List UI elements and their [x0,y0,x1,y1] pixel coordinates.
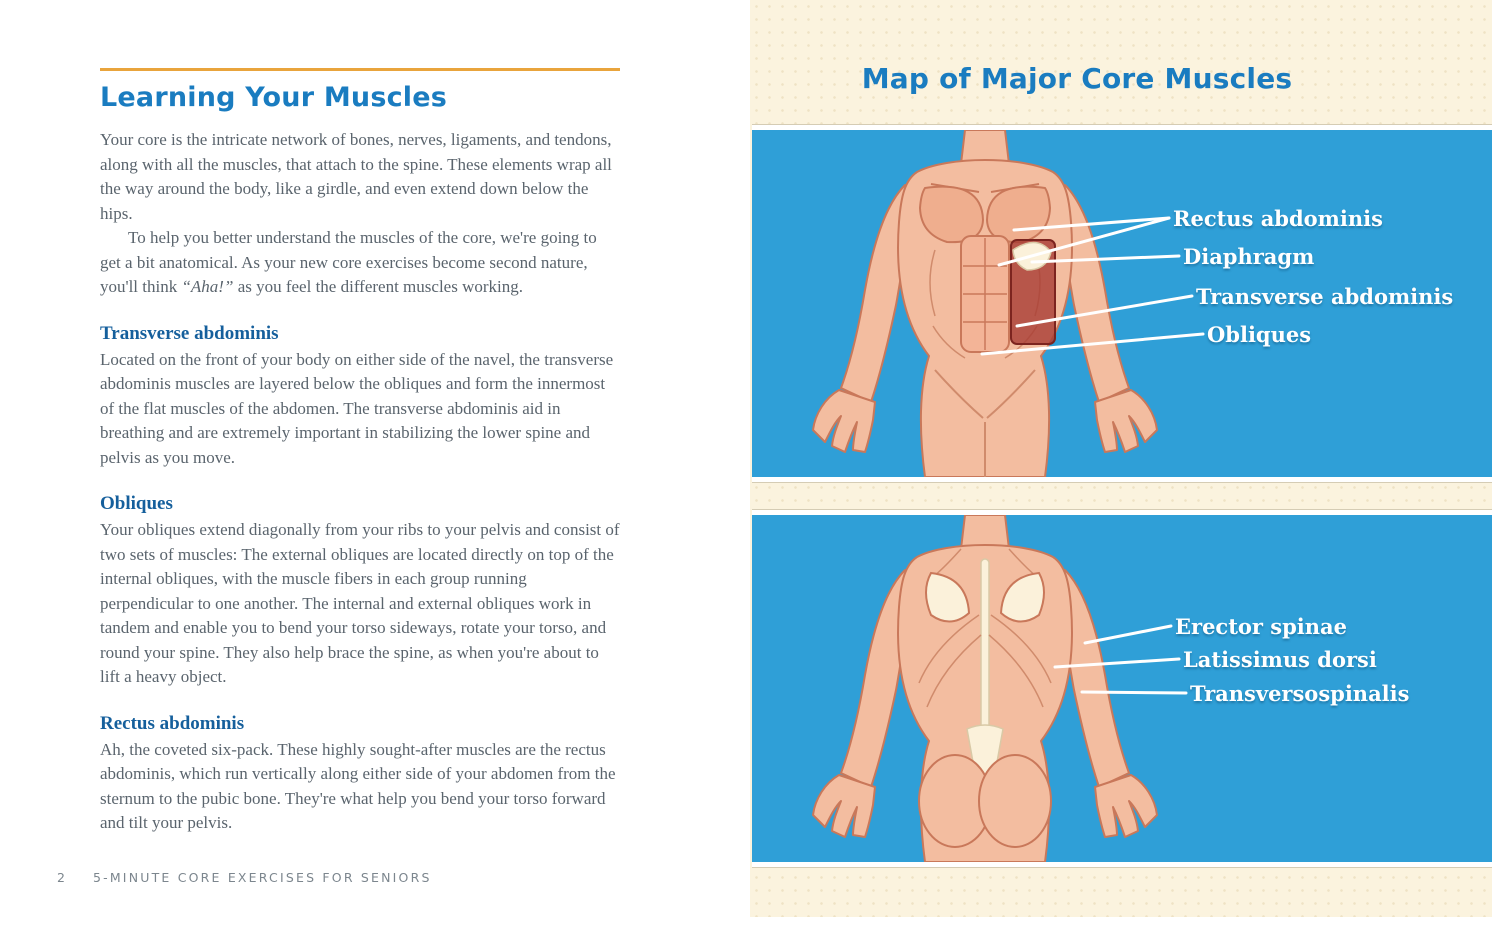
muscle-label-obliques: Obliques [1207,322,1312,347]
intro-paragraph-2-italic: “Aha!” [181,277,234,296]
section-heading-rectus: Rectus abdominis [100,712,245,734]
intro-paragraph-1: Your core is the intricate network of bo… [100,130,612,223]
page-footer: 2 5-MINUTE CORE EXERCISES FOR SENIORS [57,870,432,885]
section-rectus-abdominis: Rectus abdominis Ah, the coveted six-pac… [100,713,620,836]
section-body-rectus: Ah, the coveted six-pack. These highly s… [100,739,616,833]
muscle-label-diaphragm: Diaphragm [1183,244,1315,269]
page-number: 2 [57,870,65,885]
intro-paragraph-2: To help you better understand the muscle… [100,226,620,300]
section-obliques: Obliques Your obliques extend diagonally… [100,493,620,690]
figure-title: Map of Major Core Muscles [861,62,1293,95]
left-page-content: Learning Your Muscles Your core is the i… [100,68,620,836]
muscle-label-rectus-abdominis: Rectus abdominis [1173,206,1383,231]
muscle-label-transversospinalis: Transversospinalis [1190,681,1410,706]
intro-paragraph-2-pre: To help you better understand the muscle… [100,228,597,296]
back-torso-illustration [812,515,1158,862]
section-heading-transverse: Transverse abdominis [100,322,279,344]
section-body-obliques: Your obliques extend diagonally from you… [100,520,620,686]
gold-divider-rule [100,68,620,71]
right-page: Map of Major Core Muscles [750,0,1492,917]
section-transverse-abdominis: Transverse abdominis Located on the fron… [100,323,620,471]
intro-paragraph-2-post: as you feel the different muscles workin… [233,277,523,296]
book-title: 5-MINUTE CORE EXERCISES FOR SENIORS [92,870,432,885]
muscle-label-transverse-abdominis: Transverse abdominis [1196,284,1454,309]
muscle-label-erector-spinae: Erector spinae [1175,614,1348,639]
muscle-label-latissimus-dorsi: Latissimus dorsi [1183,647,1377,672]
section-heading-obliques: Obliques [100,493,173,514]
page-heading: Learning Your Muscles [100,82,448,113]
section-body-transverse: Located on the front of your body on eit… [100,349,614,467]
left-page: Learning Your Muscles Your core is the i… [57,68,620,885]
